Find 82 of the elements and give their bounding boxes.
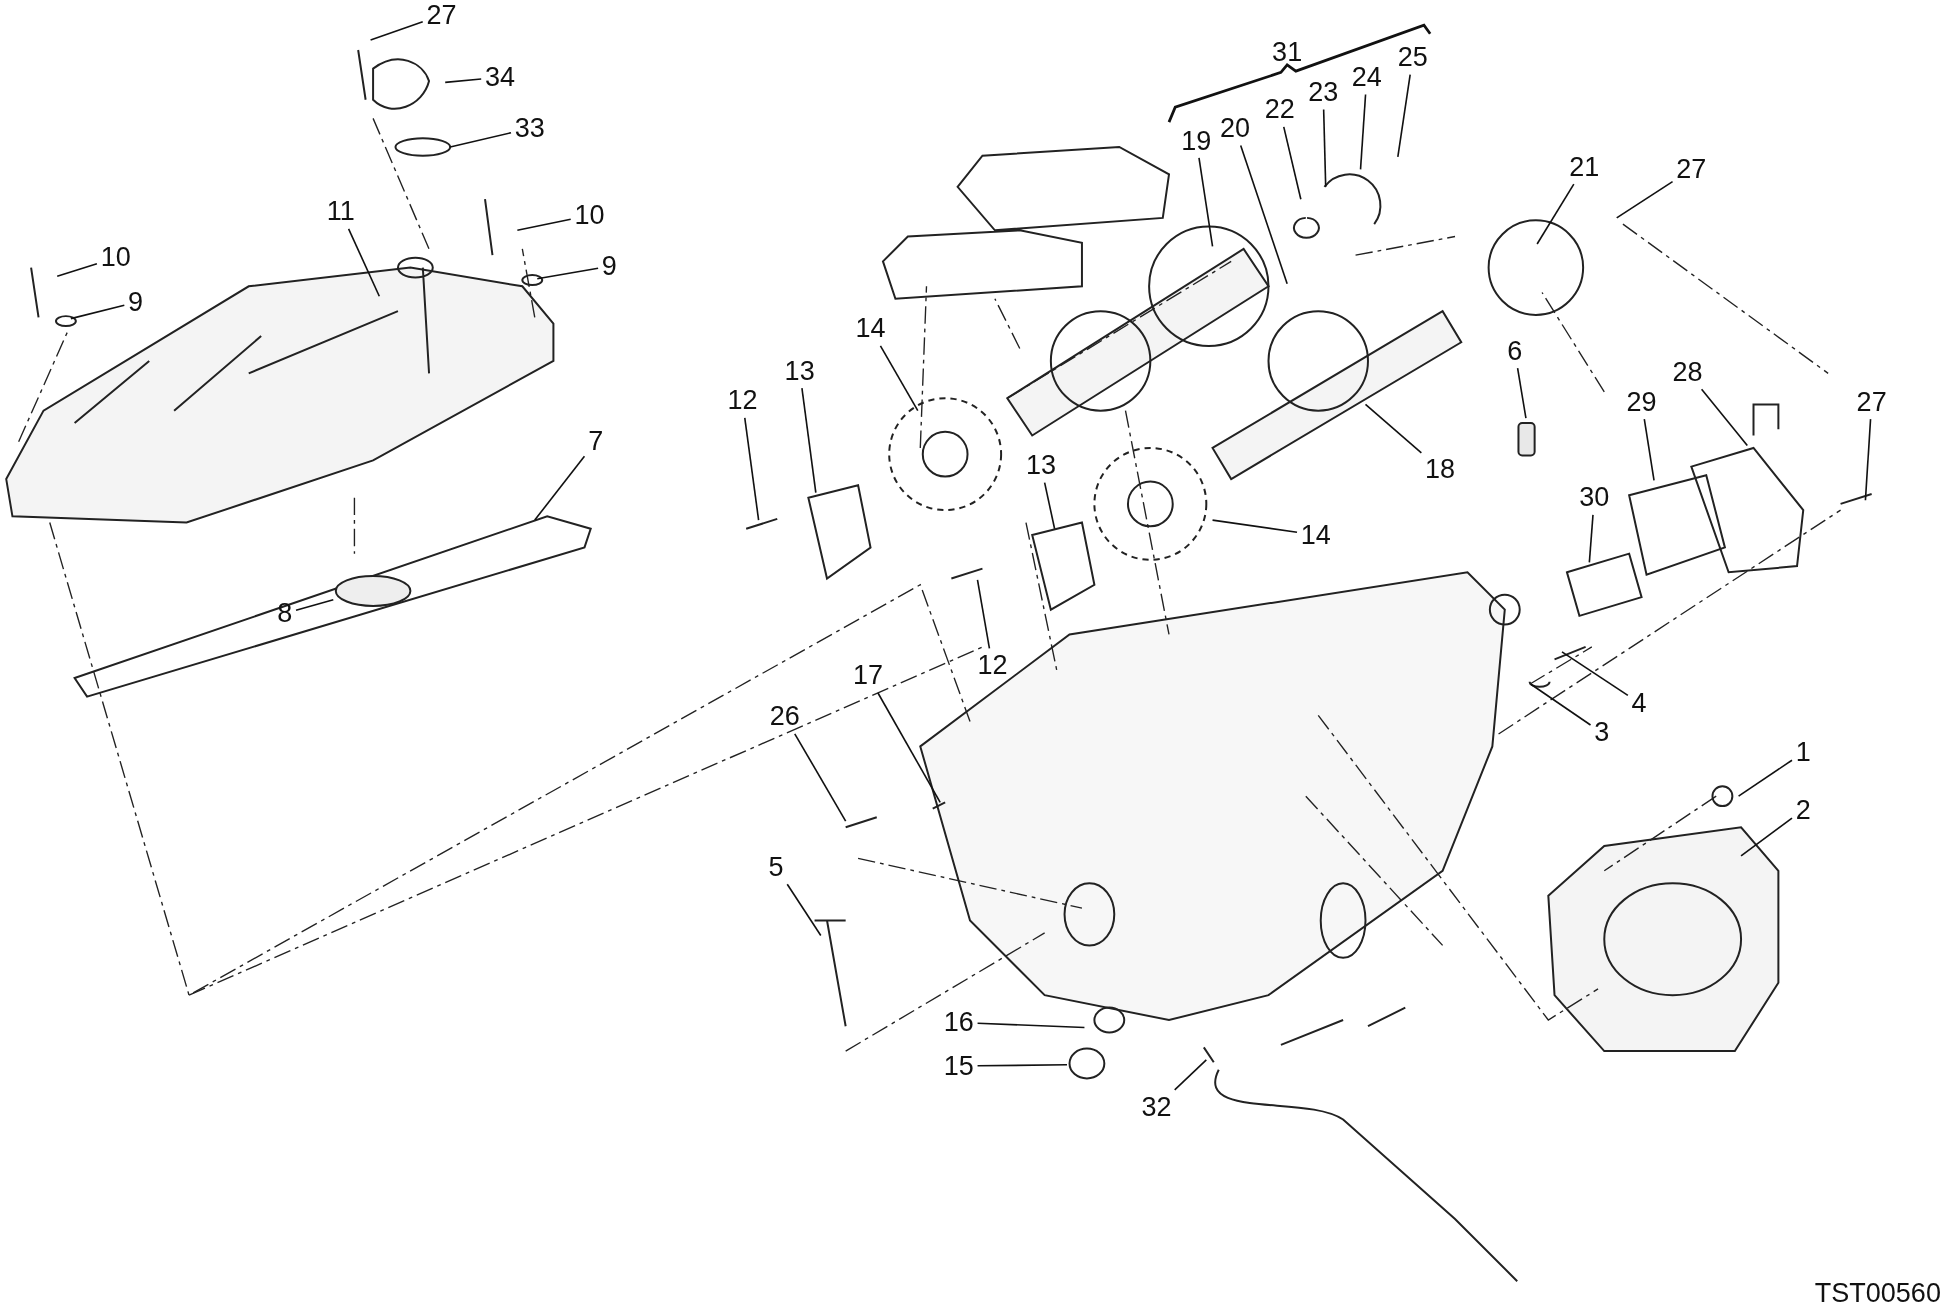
leader-line <box>877 691 941 804</box>
leader-line <box>56 262 98 278</box>
callout-number: 19 <box>1181 127 1212 154</box>
callout-number: 9 <box>601 252 617 280</box>
leader-line <box>1397 73 1411 158</box>
leader-line <box>70 304 126 320</box>
leader-line <box>1643 418 1655 482</box>
callout-number: 20 <box>1219 114 1250 142</box>
leader-line <box>516 218 572 232</box>
leader-line <box>449 131 512 148</box>
callout-number: 31 <box>1272 38 1303 66</box>
leader-line <box>1211 519 1298 534</box>
leader-line <box>1322 108 1327 188</box>
leader-line <box>1364 403 1423 454</box>
callout-number: 12 <box>977 651 1008 679</box>
leader-line <box>743 417 760 521</box>
leader-line <box>1359 93 1367 171</box>
leader-line <box>295 598 335 611</box>
leader-line <box>976 578 991 650</box>
leader-line <box>347 228 381 298</box>
callout-number: 2 <box>1795 796 1811 824</box>
drawing-code: TST00560 <box>1814 1279 1941 1307</box>
leader-line <box>1198 157 1214 248</box>
callout-number: 14 <box>1300 521 1331 549</box>
callout-number: 10 <box>574 201 605 229</box>
callout-number: 7 <box>588 428 604 455</box>
callout-number: 29 <box>1626 388 1657 416</box>
callout-number: 32 <box>1141 1093 1172 1121</box>
leader-line <box>1173 1059 1208 1091</box>
leader-line <box>1282 126 1302 201</box>
leader-line <box>1864 418 1872 501</box>
callout-number: 34 <box>484 63 515 91</box>
callout-number: 30 <box>1579 483 1610 511</box>
leader-line <box>801 387 817 494</box>
callout-number: 27 <box>1856 388 1887 416</box>
leader-line <box>786 883 822 937</box>
leader-line <box>1615 180 1674 219</box>
callout-number: 22 <box>1264 95 1295 123</box>
callout-number: 10 <box>100 243 131 271</box>
callout-number: 24 <box>1351 63 1382 91</box>
leader-line <box>1536 183 1575 245</box>
leader-line <box>1737 759 1793 797</box>
callout-number: 23 <box>1308 78 1339 106</box>
leader-line <box>1561 651 1629 697</box>
callout-number: 1 <box>1795 738 1811 766</box>
callout-number: 15 <box>943 1052 974 1080</box>
leader-line <box>369 20 424 41</box>
leader-line <box>1700 388 1749 447</box>
leader-line <box>879 345 919 412</box>
callout-number: 17 <box>853 661 884 689</box>
callout-number: 33 <box>514 114 545 142</box>
leader-line <box>1530 683 1592 726</box>
callout-number: 13 <box>784 357 815 385</box>
callout-number: 28 <box>1672 358 1703 386</box>
callout-number: 18 <box>1425 455 1456 483</box>
callout-number: 11 <box>326 197 355 225</box>
leader-line <box>1588 514 1594 564</box>
callout-number: 27 <box>1676 155 1707 183</box>
leader-line <box>536 267 599 280</box>
leader-line <box>976 1022 1086 1029</box>
leader-line <box>1043 481 1056 530</box>
leader-line <box>1516 367 1527 419</box>
callout-number: 27 <box>426 1 457 29</box>
callout-number: 16 <box>943 1008 974 1036</box>
leader-line <box>533 455 586 521</box>
callout-number: 12 <box>727 386 758 414</box>
callout-number: 6 <box>1507 337 1523 365</box>
leader-line <box>793 733 847 822</box>
callout-number: 9 <box>128 288 144 316</box>
leader-line <box>1740 817 1793 857</box>
leader-line <box>444 78 482 84</box>
callout-number: 3 <box>1594 719 1610 746</box>
callout-number: 14 <box>855 314 886 342</box>
callout-number: 25 <box>1397 43 1428 71</box>
callout-number: 21 <box>1569 153 1600 181</box>
callout-number: 8 <box>277 599 293 627</box>
leader-line <box>1239 144 1288 285</box>
leader-line <box>976 1064 1068 1067</box>
callout-number: 5 <box>768 853 784 881</box>
callout-number: 4 <box>1631 689 1647 717</box>
callout-number: 26 <box>769 702 800 730</box>
callout-number: 13 <box>1025 451 1056 479</box>
